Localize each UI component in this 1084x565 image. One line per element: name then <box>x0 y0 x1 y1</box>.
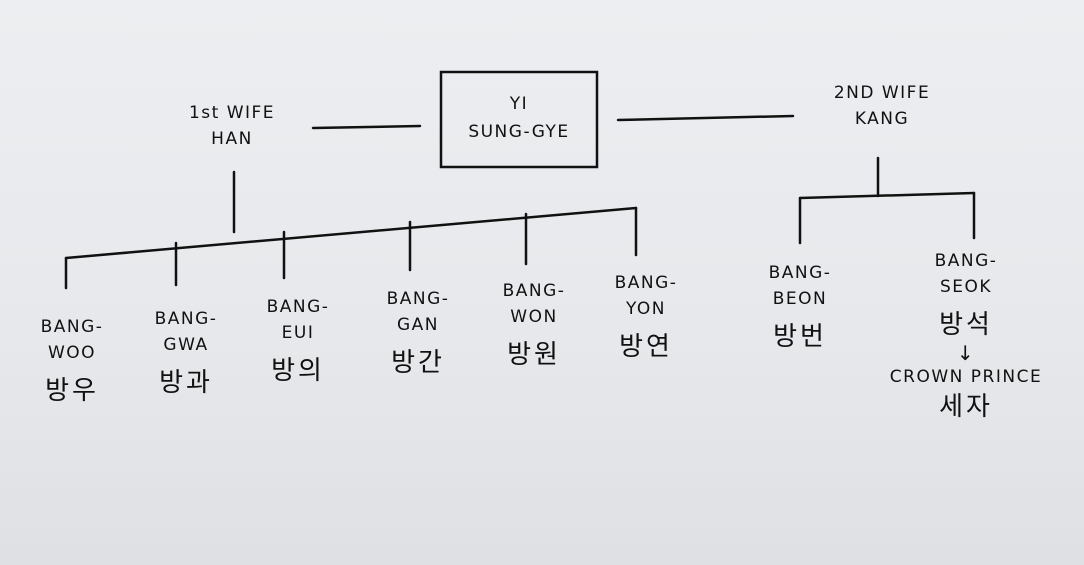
han-children-bar <box>64 206 638 260</box>
child-korean-name: 방과 <box>159 368 213 398</box>
wife-kang-label: 2ND WIFE KANG <box>834 80 930 132</box>
child-korean-name: 방연 <box>619 332 673 362</box>
marriage-line-kang <box>616 114 795 122</box>
arrow-down-icon: ↓ <box>956 341 976 365</box>
kang-children-bar <box>798 191 976 200</box>
child-name-line1: BANG- <box>266 297 330 317</box>
marriage-line-han <box>311 124 422 130</box>
child-korean-name: 방번 <box>773 322 827 352</box>
child-name-line2: BEON <box>772 289 828 309</box>
root-name-yi-sung-gye: YI SUNG-GYE <box>468 90 569 146</box>
child-name-line1: BANG- <box>386 289 450 309</box>
child-name-line2: WOO <box>47 343 97 363</box>
child-korean-name: 방원 <box>507 340 561 370</box>
child-bang-beon: BANG- BEON 방번 <box>769 260 832 350</box>
child-bang-eui: BANG- EUI 방의 <box>267 294 330 384</box>
child-bang-won: BANG- WON 방원 <box>503 278 566 368</box>
child-name-line1: BANG- <box>154 309 218 329</box>
wife-han-name: HAN <box>211 129 253 149</box>
root-name-line2: SUNG-GYE <box>468 122 570 142</box>
wife-han-title: 1st WIFE <box>188 103 276 123</box>
child-bang-yon: BANG- YON 방연 <box>615 270 678 360</box>
child-name-line1: BANG- <box>614 273 678 293</box>
child-name-line2: EUI <box>281 323 315 343</box>
child-bang-gan: BANG- GAN 방간 <box>387 286 450 376</box>
wife-han-label: 1st WIFE HAN <box>189 100 275 152</box>
child-name-line1: BANG- <box>934 251 998 271</box>
child-korean-name: 방의 <box>271 356 325 386</box>
child-name-line1: BANG- <box>768 263 832 283</box>
crown-prince-korean: 세자 <box>939 392 993 422</box>
root-name-line1: YI <box>509 94 529 114</box>
child-name-line1: BANG- <box>40 317 104 337</box>
child-bang-gwa: BANG- GWA 방과 <box>155 306 218 396</box>
child-name-line2: WON <box>510 307 558 327</box>
wife-kang-name: KANG <box>854 109 910 129</box>
child-bang-seok: BANG- SEOK 방석 ↓ CROWN PRINCE 세자 <box>890 248 1042 420</box>
child-korean-name: 방석 <box>939 310 993 340</box>
child-bang-woo: BANG- WOO 방우 <box>41 314 104 404</box>
child-name-line2: YON <box>625 299 667 319</box>
child-name-line1: BANG- <box>502 281 566 301</box>
child-korean-name: 방간 <box>391 348 445 378</box>
child-name-line2: SEOK <box>939 277 993 297</box>
child-name-line2: GWA <box>163 335 209 355</box>
child-name-line2: GAN <box>396 315 440 335</box>
root-box <box>439 70 599 169</box>
wife-kang-title: 2ND WIFE <box>833 83 931 103</box>
child-korean-name: 방우 <box>45 376 99 406</box>
crown-prince-label: CROWN PRINCE <box>889 367 1043 387</box>
